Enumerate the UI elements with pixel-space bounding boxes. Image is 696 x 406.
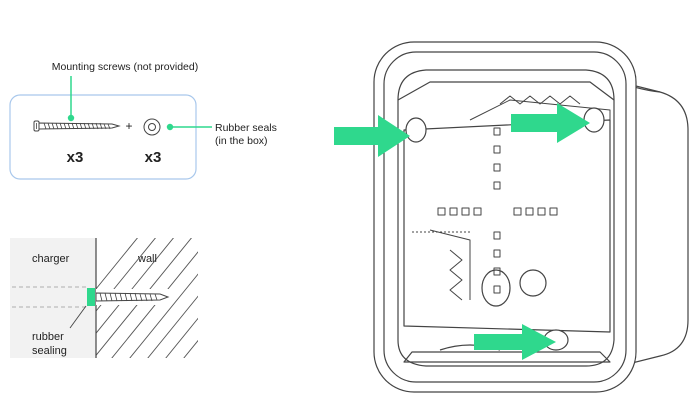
sealing-label-line1: rubber	[32, 331, 64, 343]
sealing-label-line2: sealing	[32, 345, 67, 357]
screw-callout-dot	[67, 114, 75, 122]
screw-holes	[405, 107, 605, 351]
arrow-bottom-hole	[474, 324, 556, 360]
screw-quantity: x3	[67, 149, 84, 166]
rubber-sealing-block	[87, 288, 95, 306]
parts-panel: Mounting screws (not provided) + Rubber …	[9, 61, 277, 180]
plus-sign: +	[125, 119, 132, 133]
wall-label: wall	[137, 253, 157, 265]
rubber-seal-icon	[143, 118, 161, 136]
screw-icon	[33, 120, 121, 132]
seal-label-line1: Rubber seals	[215, 122, 277, 134]
section-view: charger wall rubber sealing	[10, 238, 198, 358]
seal-callout-dot	[166, 123, 174, 131]
seal-quantity: x3	[145, 149, 162, 166]
arrow-right-hole	[511, 103, 590, 143]
mounting-screws-label: Mounting screws (not provided)	[52, 61, 198, 73]
charger-label: charger	[32, 253, 70, 265]
seal-label-line2: (in the box)	[215, 135, 268, 147]
sealing-leader	[69, 305, 87, 329]
arrow-left-hole	[334, 115, 410, 157]
front-frame-inner	[383, 51, 627, 383]
parts-panel-frame	[9, 94, 197, 180]
section-screw-icon	[95, 292, 170, 302]
slot-marks	[437, 127, 558, 294]
charger-area	[10, 238, 96, 358]
